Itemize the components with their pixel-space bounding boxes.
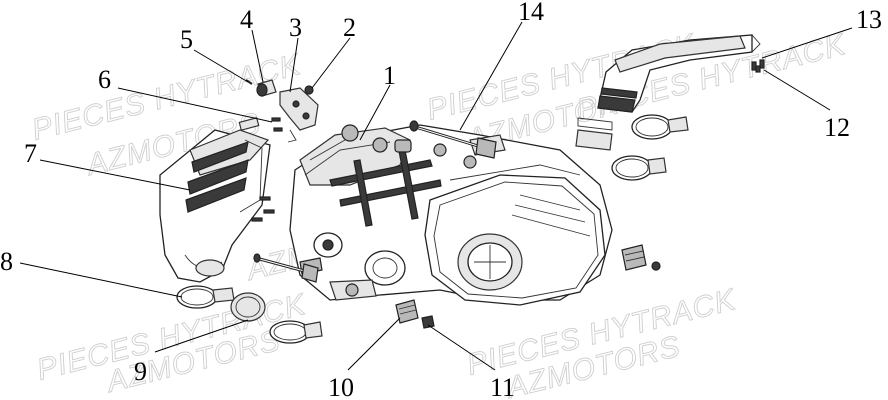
callout-1: 1 [383,61,396,90]
part-13-outlet-duct [597,34,765,113]
part-6-small-bolts [271,117,283,132]
hose-clamp-right-upper [631,114,689,140]
callout-11: 11 [490,373,515,400]
callout-3: 3 [289,13,302,42]
part-10-breather-fitting [395,299,419,324]
callout-7: 7 [24,139,37,168]
hose-clamp-right-lower [611,155,667,181]
part-3-mount-bracket [279,87,319,143]
callout-14: 14 [518,0,544,26]
callout-9: 9 [134,357,147,386]
right-breather-fitting [621,244,661,271]
part-14-long-bolt [409,120,497,159]
part-7-intake-duct [159,117,271,283]
callout-4: 4 [240,5,253,34]
lower-long-bolt [253,253,319,283]
part-1-engine-assembly [289,124,613,306]
part-2-nut [304,85,314,95]
callout-2: 2 [343,13,356,42]
part-11-cap-nut [421,315,435,329]
callout-5: 5 [180,25,193,54]
part-8-hose-clamp [176,285,235,309]
callout-6: 6 [98,65,111,94]
leader-lines [19,21,853,371]
small-fasteners [251,196,275,222]
part-9-rubber-sleeve [230,292,266,322]
part-4-rubber-bushing [256,79,277,97]
callout-12: 12 [824,113,850,142]
hose-clamp-bottom [269,320,323,344]
part-5-bolt [245,79,253,85]
callout-8: 8 [0,247,13,276]
callout-10: 10 [328,373,354,400]
intake-sleeve-right [575,117,613,151]
callout-13: 13 [856,5,882,34]
